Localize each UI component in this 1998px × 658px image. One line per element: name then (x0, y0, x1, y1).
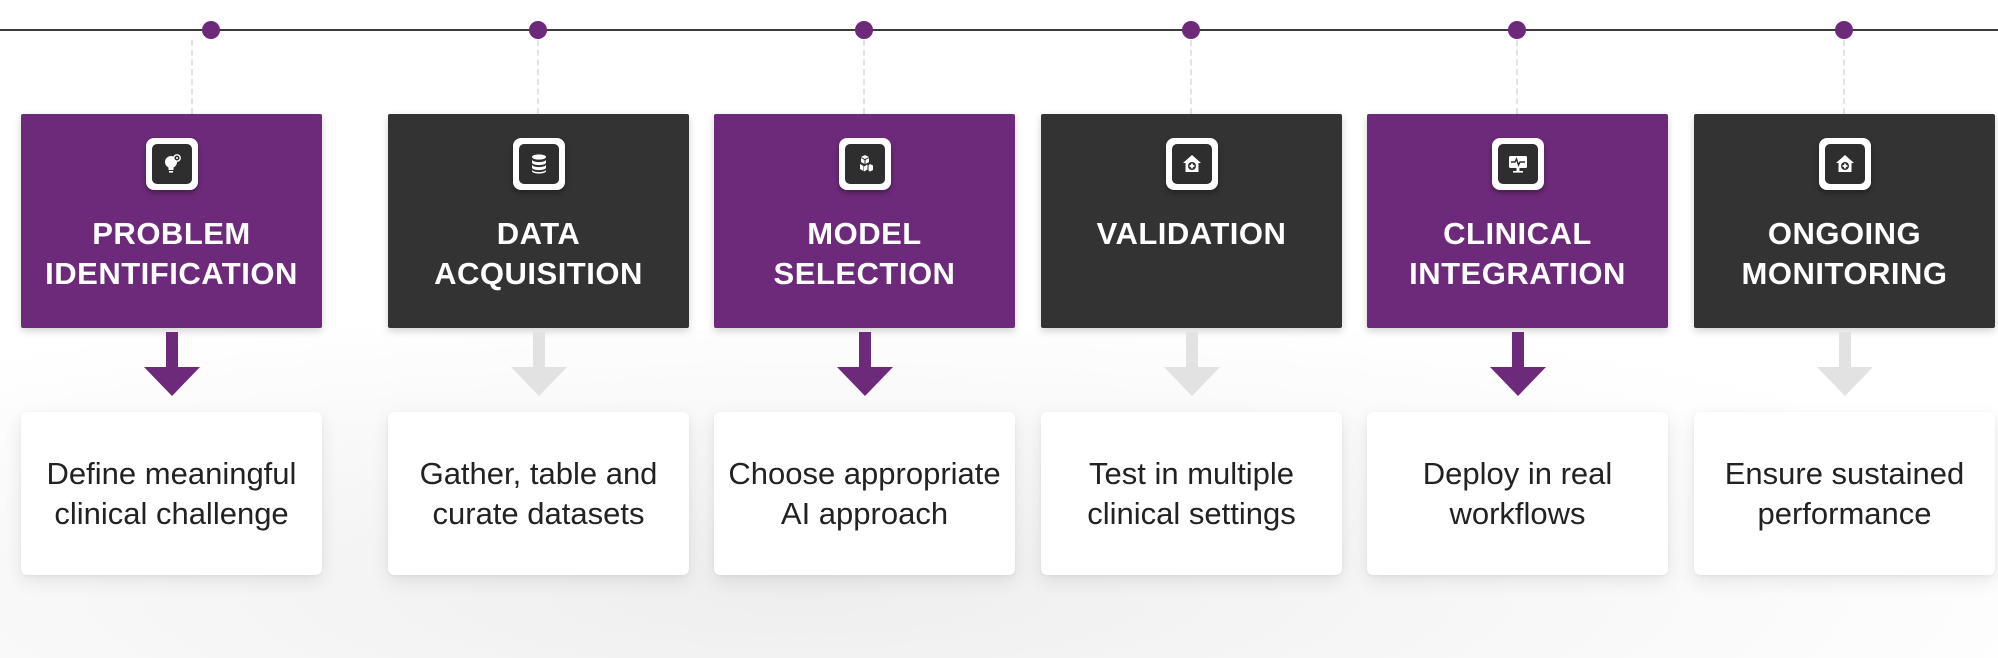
step-title: VALIDATION (1096, 216, 1287, 251)
down-arrow-icon (1816, 332, 1873, 396)
step-description: Define meaningful clinical challenge (46, 455, 297, 531)
down-arrow-icon (836, 332, 893, 396)
step-description-card: Choose appropriate AI approach (714, 412, 1015, 575)
step-header-card: ONGOING MONITORING (1694, 114, 1995, 328)
step-model-selection: MODEL SELECTION Choose appropriate AI ap… (714, 114, 1015, 575)
timeline-node (529, 21, 547, 39)
timeline-connector (191, 40, 193, 114)
timeline-connector (1516, 40, 1518, 114)
timeline-node (855, 21, 873, 39)
step-description-card: Gather, table and curate datasets (388, 412, 689, 575)
step-icon-box (1818, 138, 1871, 190)
step-title: MODEL SELECTION (773, 216, 956, 291)
step-description-card: Deploy in real workflows (1367, 412, 1668, 575)
step-icon-box (512, 138, 565, 190)
timeline-node (1835, 21, 1853, 39)
step-problem-identification: PROBLEM IDENTIFICATION Define meaningful… (21, 114, 322, 575)
timeline-connector (1190, 40, 1192, 114)
monitor-pulse-icon (1497, 144, 1538, 184)
step-description: Test in multiple clinical settings (1087, 455, 1296, 531)
step-header-card: DATA ACQUISITION (388, 114, 689, 328)
timeline-node (1508, 21, 1526, 39)
step-icon-box (145, 138, 198, 190)
step-clinical-integration: CLINICAL INTEGRATION Deploy in real work… (1367, 114, 1668, 575)
step-icon-box (838, 138, 891, 190)
timeline-connector (1843, 40, 1845, 114)
step-description-card: Ensure sustained performance (1694, 412, 1995, 575)
timeline-connector (863, 40, 865, 114)
step-header-card: CLINICAL INTEGRATION (1367, 114, 1668, 328)
step-title: PROBLEM IDENTIFICATION (45, 216, 298, 291)
step-description: Ensure sustained performance (1724, 455, 1965, 531)
timeline-node (1182, 21, 1200, 39)
timeline-connector (537, 40, 539, 114)
step-header-card: VALIDATION (1041, 114, 1342, 328)
step-data-acquisition: DATA ACQUISITION Gather, table and curat… (388, 114, 689, 575)
step-description: Deploy in real workflows (1422, 455, 1613, 531)
step-ongoing-monitoring: ONGOING MONITORING Ensure sustained perf… (1694, 114, 1995, 575)
step-description-card: Define meaningful clinical challenge (21, 412, 322, 575)
medical-house-icon (1824, 144, 1865, 184)
down-arrow-icon (1489, 332, 1546, 396)
step-title: CLINICAL INTEGRATION (1409, 216, 1626, 291)
down-arrow-icon (510, 332, 567, 396)
timeline-node (202, 21, 220, 39)
step-validation: VALIDATION Test in multiple clinical set… (1041, 114, 1342, 575)
medical-house-icon (1171, 144, 1212, 184)
down-arrow-icon (143, 332, 200, 396)
step-title: DATA ACQUISITION (434, 216, 643, 291)
step-icon-box (1491, 138, 1544, 190)
step-header-card: PROBLEM IDENTIFICATION (21, 114, 322, 328)
down-arrow-icon (1163, 332, 1220, 396)
step-description-card: Test in multiple clinical settings (1041, 412, 1342, 575)
timeline-line (0, 29, 1998, 31)
lightbulb-gear-icon (151, 144, 192, 184)
step-description: Gather, table and curate datasets (419, 455, 658, 531)
step-icon-box (1165, 138, 1218, 190)
step-header-card: MODEL SELECTION (714, 114, 1015, 328)
cubes-icon (844, 144, 885, 184)
step-description: Choose appropriate AI approach (728, 455, 1001, 531)
database-icon (518, 144, 559, 184)
step-title: ONGOING MONITORING (1741, 216, 1948, 291)
